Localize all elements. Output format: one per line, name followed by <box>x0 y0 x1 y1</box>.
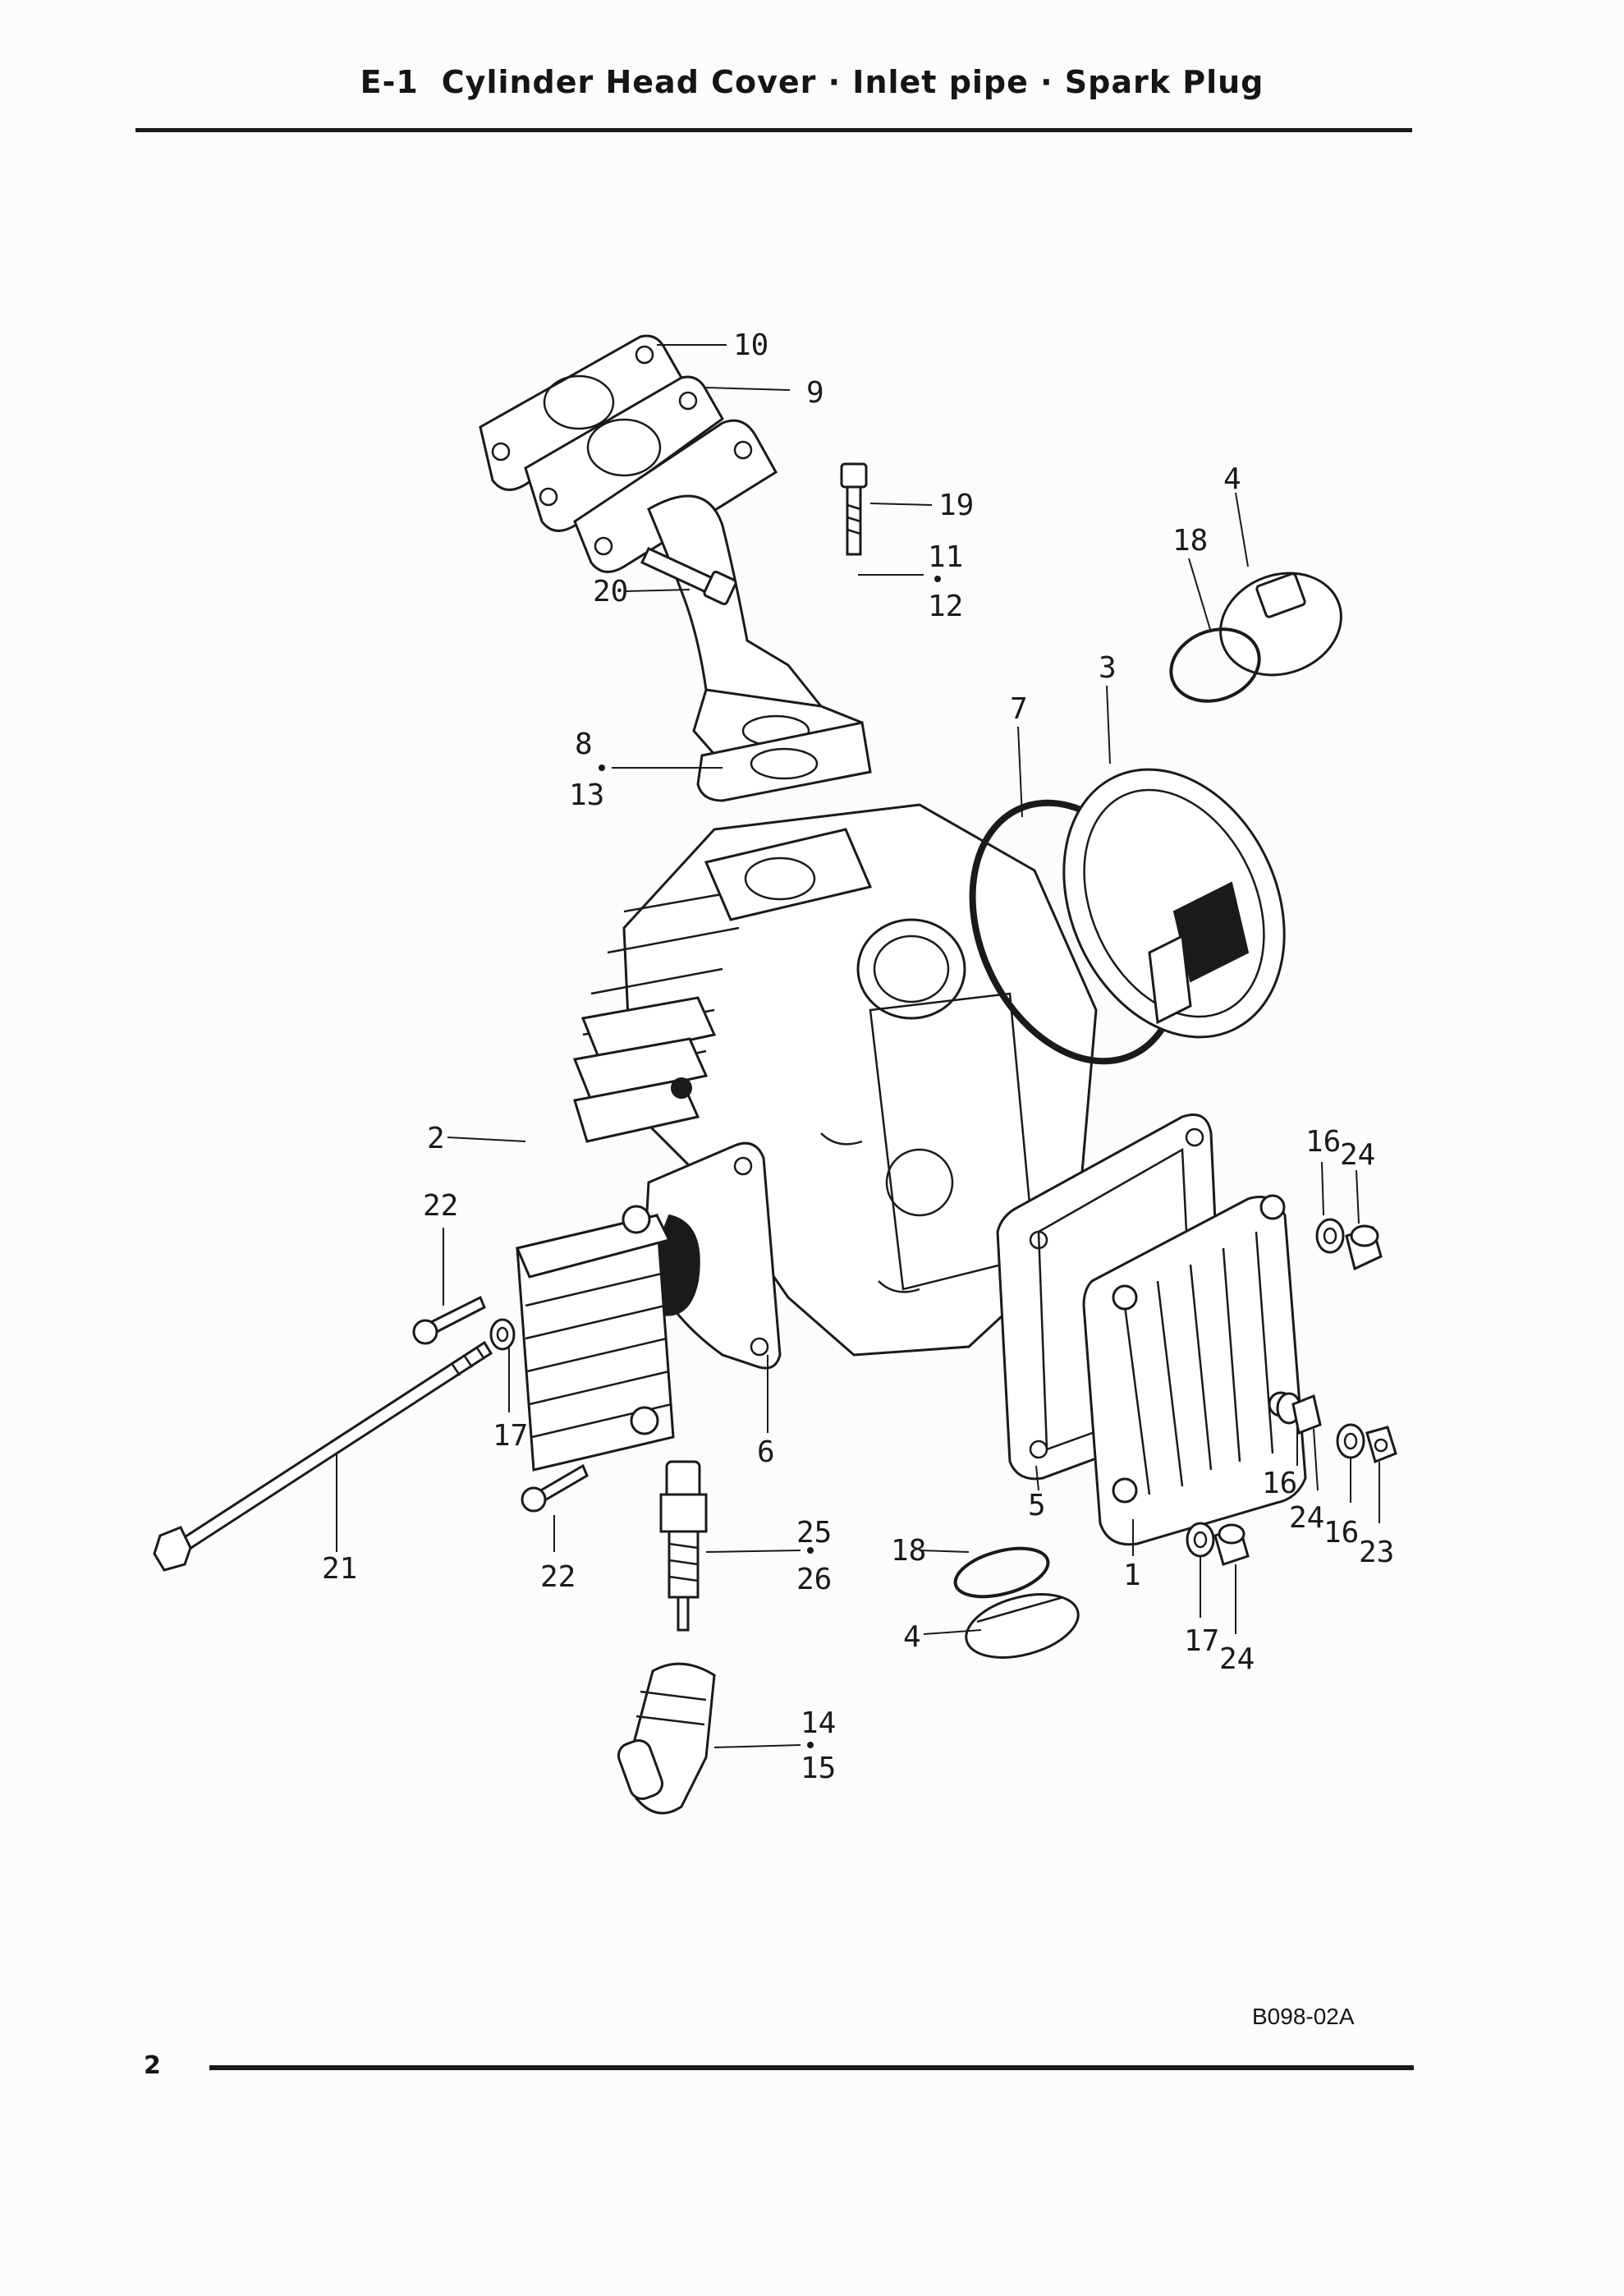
callout-20: 20 <box>593 575 628 608</box>
callout-10: 10 <box>733 328 768 362</box>
page-title: E-1 Cylinder Head Cover · Inlet pipe · Sp… <box>0 64 1624 100</box>
callout-22-upper: 22 <box>423 1189 458 1223</box>
cam-end-cover-3 <box>1062 768 1286 1039</box>
callout-24-mid: 24 <box>1289 1501 1324 1535</box>
tappet-cap-4-lower <box>965 1593 1080 1659</box>
washer-17-lower <box>1186 1522 1215 1558</box>
side-cover-2 <box>515 1205 675 1472</box>
callout-18-lower: 18 <box>891 1534 926 1568</box>
callout-21: 21 <box>322 1552 357 1586</box>
callout-labels: 10 9 19 11 12 20 4 18 3 7 8 13 2 22 16 2… <box>322 328 1394 1785</box>
screw-22-upper <box>412 1295 486 1345</box>
cap-nut-24-lower <box>1213 1523 1250 1566</box>
callout-16-upper: 16 <box>1305 1125 1341 1159</box>
section-number: E-1 <box>360 64 419 100</box>
cap-nut-24-mid <box>1291 1394 1322 1435</box>
section-title: Cylinder Head Cover · Inlet pipe · Spark… <box>441 64 1264 100</box>
tappet-cap-4-upper <box>1219 572 1342 677</box>
leader-lines <box>336 344 1380 1748</box>
washer-16-upper <box>1315 1218 1345 1254</box>
washer-16-right <box>1336 1423 1365 1459</box>
callout-2: 2 <box>427 1122 445 1155</box>
callout-14: 14 <box>801 1706 836 1740</box>
spark-plug-25 <box>659 1460 708 1632</box>
callout-15: 15 <box>801 1752 836 1785</box>
cap-nut-24-upper <box>1345 1224 1383 1271</box>
o-ring-18-upper <box>1169 627 1261 703</box>
page-number: 2 <box>144 2051 161 2080</box>
callout-18-upper: 18 <box>1172 524 1208 558</box>
callout-8: 8 <box>575 728 593 761</box>
stud-bolt-20 <box>640 547 737 606</box>
callout-7: 7 <box>1010 692 1028 726</box>
callout-26: 26 <box>796 1563 832 1596</box>
callout-3: 3 <box>1099 651 1117 685</box>
washer-17-left <box>489 1318 516 1351</box>
callout-19: 19 <box>938 489 974 522</box>
callout-22-lower: 22 <box>540 1560 576 1594</box>
inlet-insulator-9 <box>524 375 724 532</box>
inlet-gasket-8 <box>696 721 872 802</box>
callout-6: 6 <box>757 1435 775 1469</box>
screw-22-lower <box>521 1463 589 1513</box>
long-bolt-21 <box>153 1340 493 1572</box>
callout-16-right: 16 <box>1324 1516 1359 1550</box>
callout-5: 5 <box>1028 1489 1046 1522</box>
bolt-19 <box>840 462 868 556</box>
callout-4-upper: 4 <box>1223 462 1241 496</box>
header-rule <box>135 128 1412 132</box>
callout-12: 12 <box>928 590 963 623</box>
callout-13: 13 <box>569 778 604 812</box>
callout-11: 11 <box>928 540 963 574</box>
callout-17-left: 17 <box>493 1419 528 1453</box>
callout-1: 1 <box>1123 1559 1141 1592</box>
o-ring-18-lower <box>953 1546 1050 1599</box>
callout-24-lower: 24 <box>1219 1642 1255 1676</box>
callout-17-lower: 17 <box>1184 1624 1219 1658</box>
side-cover-gasket-6 <box>643 1141 782 1370</box>
diagram-code: B098-02A <box>1252 2004 1355 2029</box>
footer-rule <box>209 2065 1414 2070</box>
callout-23: 23 <box>1359 1536 1394 1569</box>
callout-4-lower: 4 <box>903 1620 921 1654</box>
nut-23 <box>1365 1426 1397 1464</box>
callout-25: 25 <box>796 1516 832 1550</box>
callout-24-upper: 24 <box>1340 1138 1375 1172</box>
callout-16-mid: 16 <box>1262 1467 1297 1500</box>
plug-cap-14 <box>617 1662 716 1815</box>
callout-9: 9 <box>806 376 824 410</box>
